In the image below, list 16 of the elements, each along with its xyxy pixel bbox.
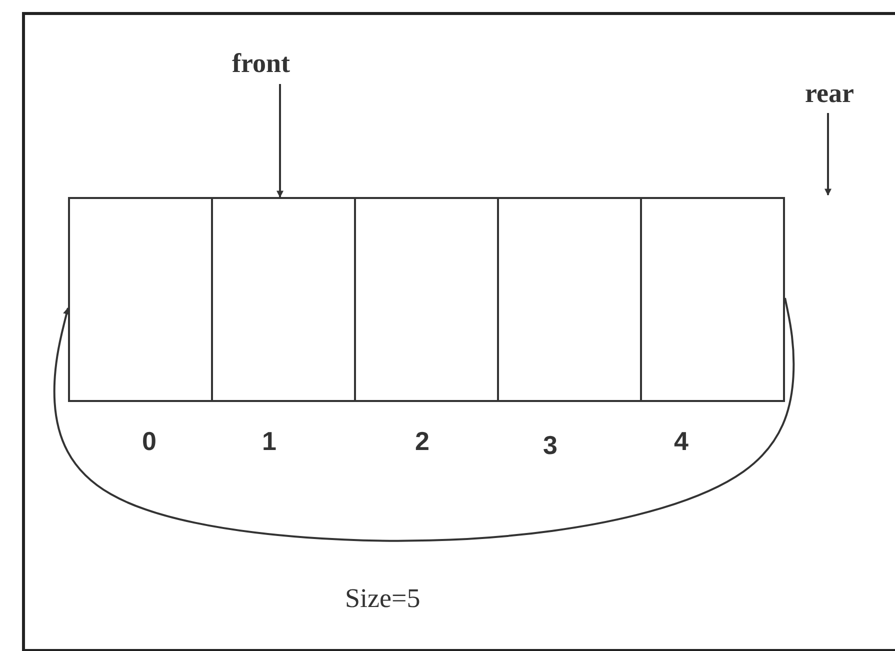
queue-cell	[211, 197, 356, 402]
queue-cell	[354, 197, 499, 402]
index-number: 4	[674, 428, 688, 454]
size-note: Size=5	[345, 585, 420, 612]
wraparound-arrow	[53, 298, 795, 542]
queue-cell	[68, 197, 213, 402]
pointer-label: rear	[805, 80, 895, 110]
index-number: 3	[543, 432, 558, 458]
index-number: 2	[415, 428, 430, 454]
pointer-label: front	[232, 50, 342, 80]
pointer-arrow	[824, 113, 832, 196]
index-number: 1	[262, 428, 276, 454]
queue-cell	[497, 197, 642, 402]
queue-cell	[640, 197, 785, 402]
index-number: 0	[142, 428, 156, 454]
pointer-arrow	[276, 84, 284, 198]
